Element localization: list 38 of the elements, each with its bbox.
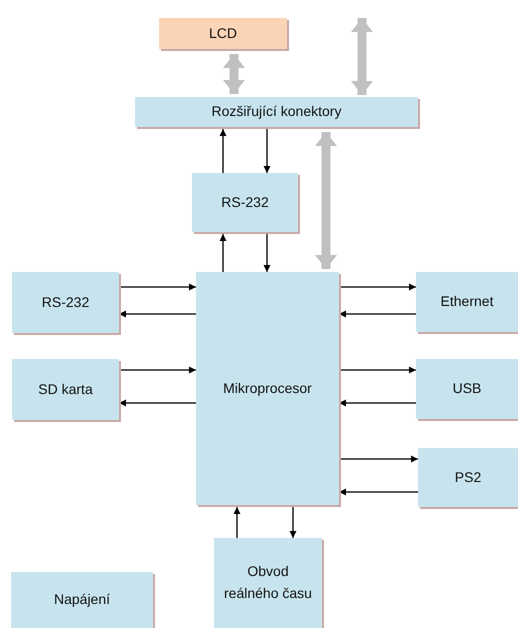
block-label: Rozšiřující konektory xyxy=(212,102,342,122)
arrow xyxy=(339,284,416,290)
block xyxy=(418,448,518,507)
block-label: Mikroprocesor xyxy=(223,378,312,398)
arrow xyxy=(339,310,416,318)
arrow xyxy=(119,284,196,290)
block-label: Napájení xyxy=(54,590,110,610)
block xyxy=(135,97,418,127)
block xyxy=(159,18,287,49)
block-label: RS-232 xyxy=(42,292,90,312)
arrow xyxy=(119,400,196,406)
block xyxy=(12,359,119,420)
arrow xyxy=(339,488,418,496)
block xyxy=(196,272,339,505)
arrow xyxy=(264,129,270,173)
arrow xyxy=(220,234,226,272)
arrow xyxy=(339,366,416,374)
block-label: Obvod reálného času xyxy=(223,562,313,603)
arrow xyxy=(119,310,196,318)
arrow xyxy=(119,366,196,374)
block-label: LCD xyxy=(208,24,237,43)
block-label: USB xyxy=(452,379,482,398)
arrow xyxy=(290,507,296,538)
block-label: RS-232 xyxy=(221,192,269,212)
block xyxy=(416,359,518,419)
block xyxy=(11,572,153,628)
block xyxy=(192,173,298,232)
block-label: Ethernet xyxy=(440,292,494,312)
block-label: PS2 xyxy=(454,468,482,487)
arrow xyxy=(220,129,226,173)
arrow xyxy=(234,507,240,538)
block-label: SD karta xyxy=(38,380,93,399)
arrow xyxy=(339,456,418,462)
block xyxy=(214,538,322,628)
arrow xyxy=(339,400,416,406)
arrow xyxy=(264,234,270,272)
block xyxy=(12,272,119,333)
block xyxy=(416,272,518,332)
